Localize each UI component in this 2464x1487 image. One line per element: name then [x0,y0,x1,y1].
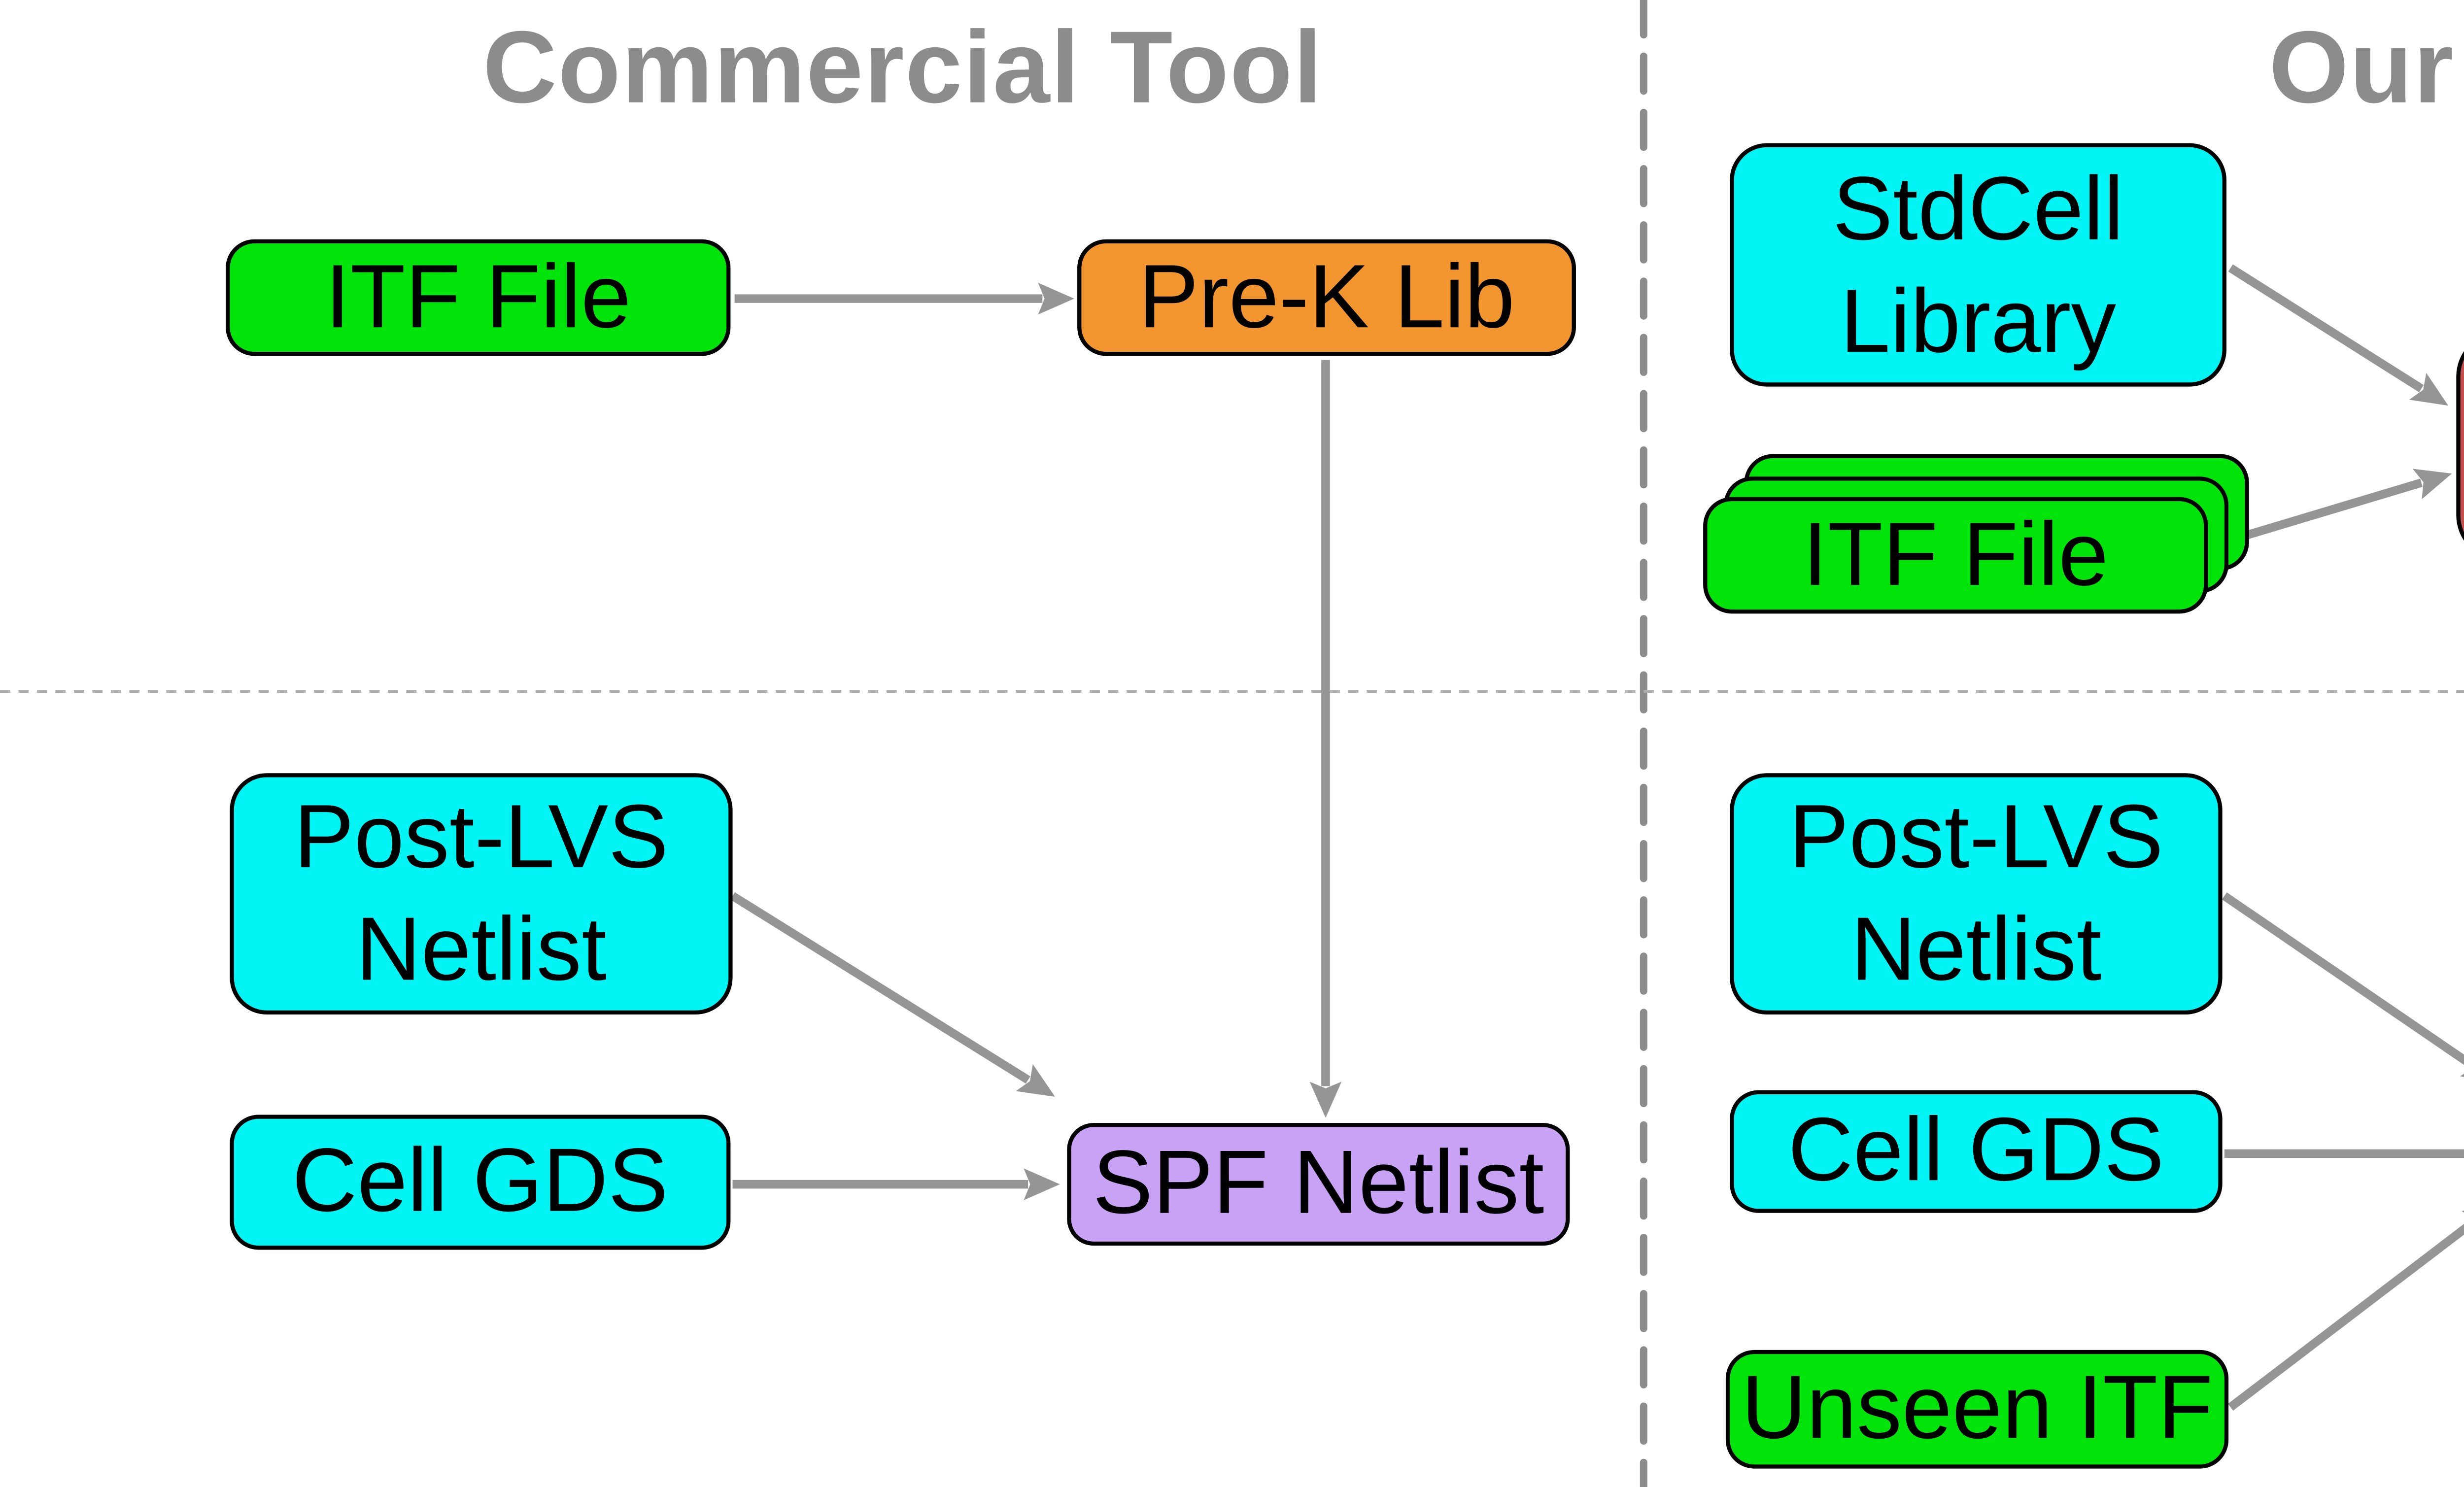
node-label-line1: Post-LVS [1788,787,2164,888]
node-label-line2: Library [1840,271,2117,372]
node-label: SPF Netlist [1093,1133,1544,1234]
node-label-line2: Netlist [355,900,607,1000]
node-itf-file-left: ITF File [226,239,731,356]
node-label: Cell GDS [1788,1100,2164,1201]
edge-stdcell-library-to-ml-models [2228,264,2449,406]
node-ml-models-stack: ML Models [2456,286,2464,561]
node-itf-file-stack: ITF File [1703,454,2249,614]
node-spf-netlist-left: SPF Netlist [1067,1123,1570,1246]
node-label: Unseen ITF [1741,1358,2213,1459]
node-post-lvs-netlist-left: Post-LVS Netlist [230,773,733,1015]
node-label-line1: StdCell [1832,158,2124,259]
node-label: ITF File [325,246,631,347]
right-panel-title: Our Tool [2269,10,2464,125]
node-pre-k-lib: Pre-K Lib [1077,239,1576,356]
node-label: ITF File [1802,504,2109,605]
edge-itf-file-to-ml-models [2229,469,2452,544]
node-unseen-itf: Unseen ITF [1725,1350,2229,1469]
node-label: Cell GDS [292,1131,669,1232]
node-label: Pre-K Lib [1138,246,1515,347]
node-cell-gds-left: Cell GDS [230,1115,731,1250]
edge-post-lvs-to-spf-netlist-right [2222,892,2464,1084]
edge-post-lvs-to-spf-netlist-left [730,892,1055,1097]
left-panel-title: Commercial Tool [482,10,1323,125]
node-stdcell-library: StdCell Library [1730,143,2226,387]
stack-layer-front: ML Models [2456,331,2464,561]
node-cell-gds-right: Cell GDS [1730,1090,2223,1213]
node-label-line1: Post-LVS [294,787,669,888]
stack-layer-front: ITF File [1703,497,2208,614]
node-label-line2: Netlist [1850,900,2102,1000]
node-post-lvs-netlist-right: Post-LVS Netlist [1730,773,2223,1015]
edge-unseen-itf-to-spf-netlist-right [2227,1202,2464,1411]
